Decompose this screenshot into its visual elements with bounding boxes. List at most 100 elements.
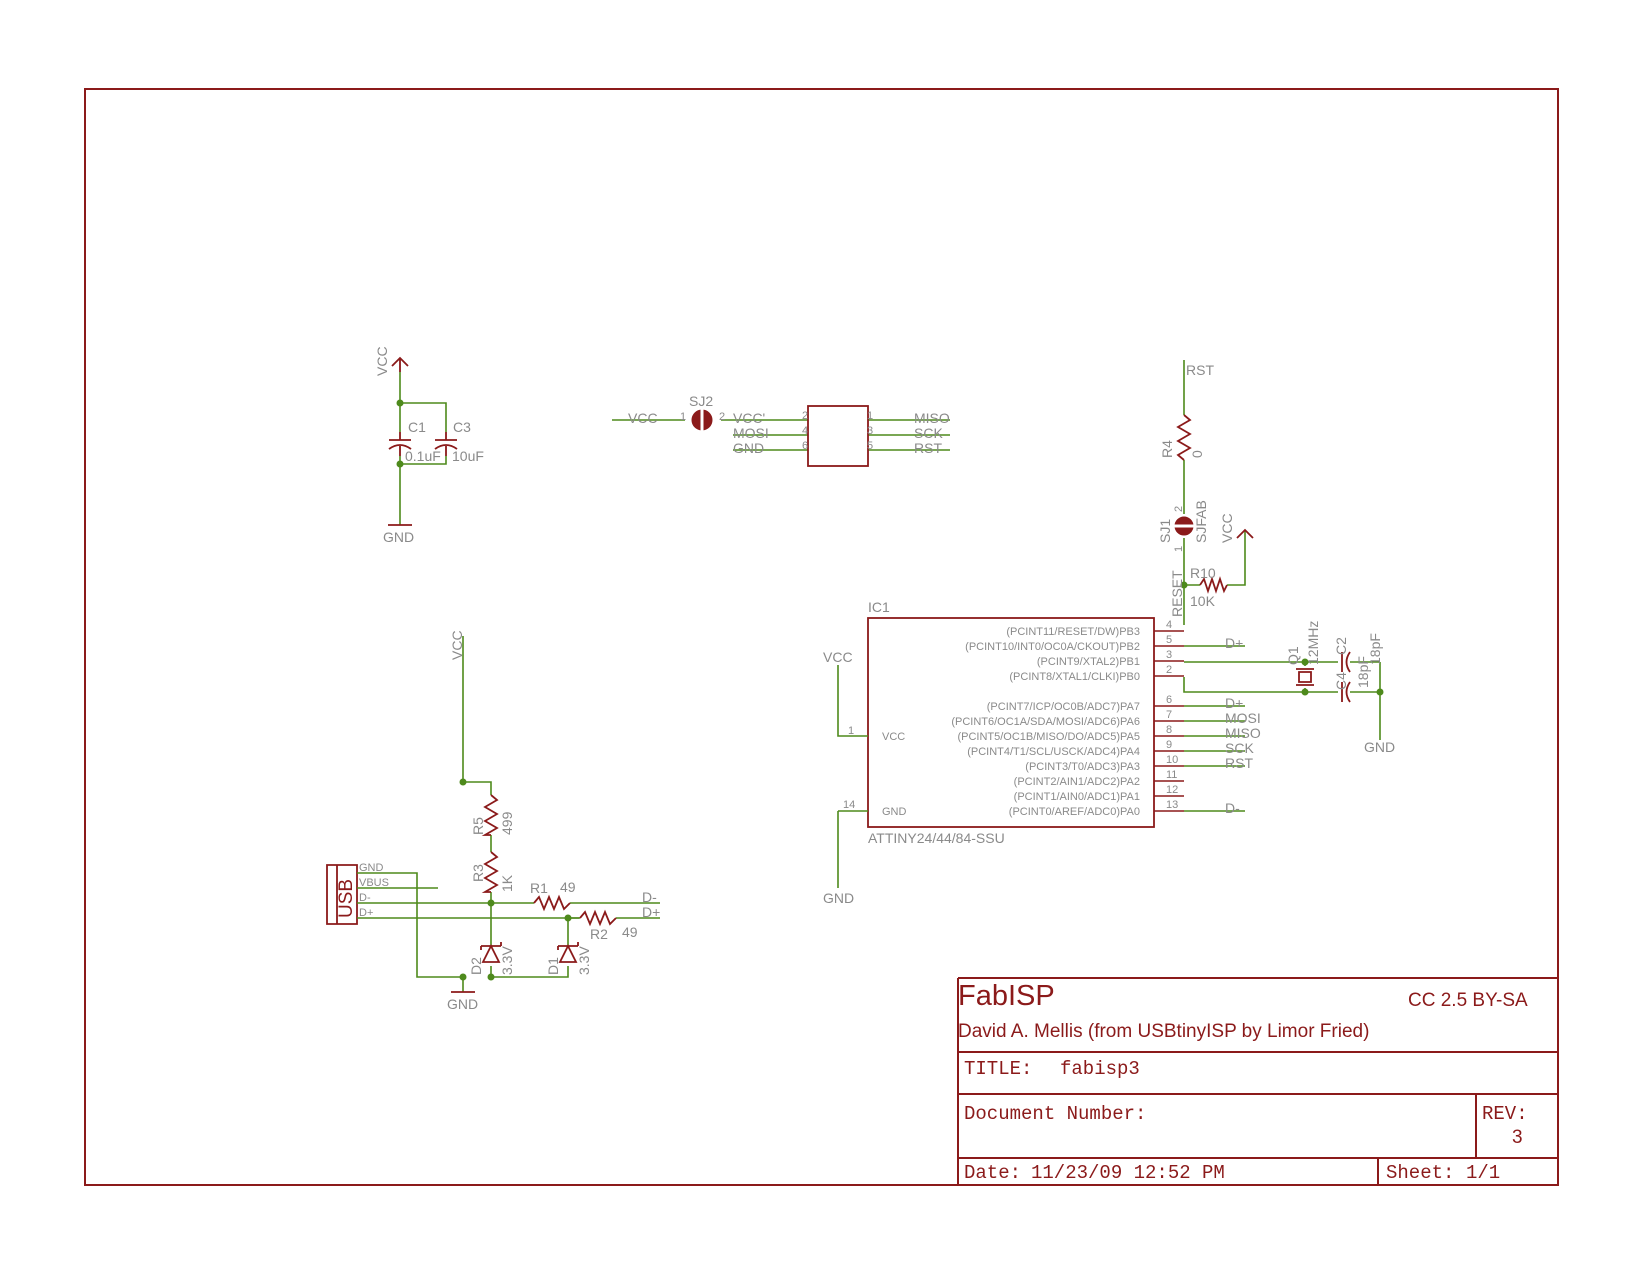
ic1-pin-label: (PCINT3/T0/ADC3)PA3 — [1025, 761, 1140, 773]
sj1-value: SJFAB — [1193, 500, 1209, 543]
ic1-pin-label: (PCINT8/XTAL1/CLKI)PB0 — [1009, 671, 1140, 683]
usb-pin-dminus: D- — [359, 892, 371, 904]
ic1-pin-label: (PCINT6/OC1A/SDA/MOSI/ADC6)PA6 — [951, 716, 1140, 728]
ic1-pin-number: 2 — [1166, 664, 1172, 676]
ic1-name: IC1 — [868, 599, 890, 615]
d1-name: D1 — [545, 957, 561, 975]
ic1-pin-number: 9 — [1166, 739, 1172, 751]
isp-right-pin-3: 5 — [867, 440, 873, 452]
r10-value: 10K — [1190, 593, 1216, 609]
header-body — [807, 405, 869, 467]
r1-value: 49 — [560, 879, 576, 895]
ic1-pin-row: (PCINT9/XTAL2)PB1 3 — [1037, 649, 1184, 668]
ic1-pin-label: (PCINT1/AIN0/ADC1)PA1 — [1014, 791, 1140, 803]
sheet-label: Sheet: — [1386, 1162, 1454, 1184]
r5-value: 499 — [499, 811, 515, 835]
ic1-body — [867, 617, 1155, 828]
resistor-r3-icon — [481, 851, 499, 893]
crystal-section: Q1 12MHz C2 18pF C4 18pF GND — [1183, 621, 1395, 755]
ic1-pin-row: (PCINT7/ICP/OC0B/ADC7)PA7 6 D+ — [987, 694, 1245, 713]
zener-d2-icon — [480, 942, 502, 963]
r3-name: R3 — [470, 864, 486, 882]
c1-name: C1 — [408, 419, 426, 435]
reset-section: RST R4 0 SJ1 SJFAB 2 1 VCC R10 10K RESET — [1157, 360, 1254, 625]
resistor-r5-icon — [481, 794, 499, 836]
ic1-pin-label: (PCINT11/RESET/DW)PB3 — [1006, 626, 1140, 638]
r2-value: 49 — [622, 924, 638, 940]
ic1-pin-number: 7 — [1166, 709, 1172, 721]
ic1-pin-number: 6 — [1166, 694, 1172, 706]
sj2-pin2: 2 — [719, 411, 725, 423]
usb-section: USB GND VBUS D- D+ VCC GND R5 499 R3 1K … — [326, 630, 660, 1012]
crystal-gnd-label: GND — [1364, 739, 1395, 755]
ic1-pin-number: 3 — [1166, 649, 1172, 661]
ic1: IC1 ATTINY24/44/84-SSU VCC VCC 1 GND 14 … — [823, 599, 1261, 906]
isp-left-pin-1: 2 — [802, 410, 808, 422]
ic1-pin-net: D- — [1225, 800, 1240, 816]
c2-name: C2 — [1333, 637, 1349, 655]
c1-value: 0.1uF — [405, 448, 441, 464]
ic1-pin-number: 12 — [1166, 784, 1178, 796]
isp-right-pin-1: 1 — [867, 410, 873, 422]
zener-d1-icon — [557, 942, 579, 963]
date-label: Date: — [964, 1162, 1021, 1184]
resistor-r10-icon — [1199, 576, 1228, 594]
usb-pin-vbus: VBUS — [359, 877, 389, 889]
title-block: FabISP CC 2.5 BY-SA David A. Mellis (fro… — [957, 977, 1558, 1185]
ic1-pin-label: (PCINT7/ICP/OC0B/ADC7)PA7 — [987, 701, 1140, 713]
ic1-gnd-net: GND — [823, 890, 854, 906]
crystal-q1-icon — [1296, 668, 1314, 686]
title-label: TITLE: — [964, 1058, 1032, 1080]
reset-net-label: RESET — [1169, 570, 1185, 617]
usb-connector-body — [326, 864, 358, 925]
ic1-pin-label: (PCINT5/OC1B/MISO/DO/ADC5)PA5 — [957, 731, 1140, 743]
r3-value: 1K — [499, 874, 515, 892]
ic1-pin-label: (PCINT9/XTAL2)PB1 — [1037, 656, 1140, 668]
resistor-r2-icon — [579, 909, 617, 927]
power-decoupling: VCC C1 0.1uF C3 10uF GND — [374, 346, 484, 545]
capacitor-c2-icon — [1341, 651, 1351, 673]
reset-vcc-label: VCC — [1219, 513, 1235, 543]
ic1-pin-net: D+ — [1225, 695, 1243, 711]
ic1-pin-row: (PCINT11/RESET/DW)PB3 4 — [1006, 619, 1184, 638]
isp-vcc-label: VCC — [628, 410, 658, 426]
isp-left-pin-2: 4 — [802, 425, 808, 437]
ic1-pin-number: 5 — [1166, 634, 1172, 646]
r1-name: R1 — [530, 880, 548, 896]
c4-name: C4 — [1333, 672, 1349, 690]
usb-pin-gnd: GND — [359, 862, 384, 874]
ic1-pin-number: 4 — [1166, 619, 1172, 631]
ic1-gnd-pin-label: GND — [882, 806, 907, 818]
usb-connector-label: USB — [336, 879, 357, 918]
isp-right-signal-1: MISO — [914, 410, 950, 426]
r10-name: R10 — [1190, 565, 1216, 581]
document-number-label: Document Number: — [964, 1103, 1146, 1125]
ic1-pin-number: 10 — [1166, 754, 1178, 766]
r4-value: 0 — [1189, 450, 1205, 458]
isp-header: VCC SJ2 1 2 VCC' MOSI GND 2 4 6 1 3 5 MI… — [612, 393, 950, 467]
d2-name: D2 — [468, 957, 484, 975]
date-value: 11/23/09 12:52 PM — [1031, 1162, 1225, 1184]
ic1-pin-label: (PCINT10/INT0/OC0A/CKOUT)PB2 — [965, 641, 1140, 653]
c3-name: C3 — [453, 419, 471, 435]
ic1-pin-net: RST — [1225, 755, 1253, 771]
resistor-r1-icon — [533, 894, 571, 912]
ic1-pin-row: (PCINT5/OC1B/MISO/DO/ADC5)PA5 8 MISO — [957, 724, 1260, 743]
ic1-pin-label: (PCINT2/AIN1/ADC2)PA2 — [1014, 776, 1140, 788]
sheet-value: 1/1 — [1466, 1162, 1500, 1184]
vcc-label: VCC — [374, 346, 390, 376]
sj2-pin1: 1 — [680, 411, 686, 423]
c3-value: 10uF — [452, 448, 484, 464]
drawing-frame — [84, 88, 1559, 1186]
ic1-pin-net: MISO — [1225, 725, 1261, 741]
ic1-pin-net: MOSI — [1225, 710, 1261, 726]
c2-value: 18pF — [1367, 633, 1383, 665]
usb-pin-dplus: D+ — [359, 907, 373, 919]
isp-left-signal-3: GND — [733, 440, 764, 456]
ic1-pin-number: 8 — [1166, 724, 1172, 736]
rst-label: RST — [1186, 362, 1214, 378]
c4-value: 18pF — [1355, 656, 1371, 688]
ic1-pin-rows: (PCINT11/RESET/DW)PB3 4 (PCINT10/INT0/OC0A… — [951, 619, 1261, 818]
